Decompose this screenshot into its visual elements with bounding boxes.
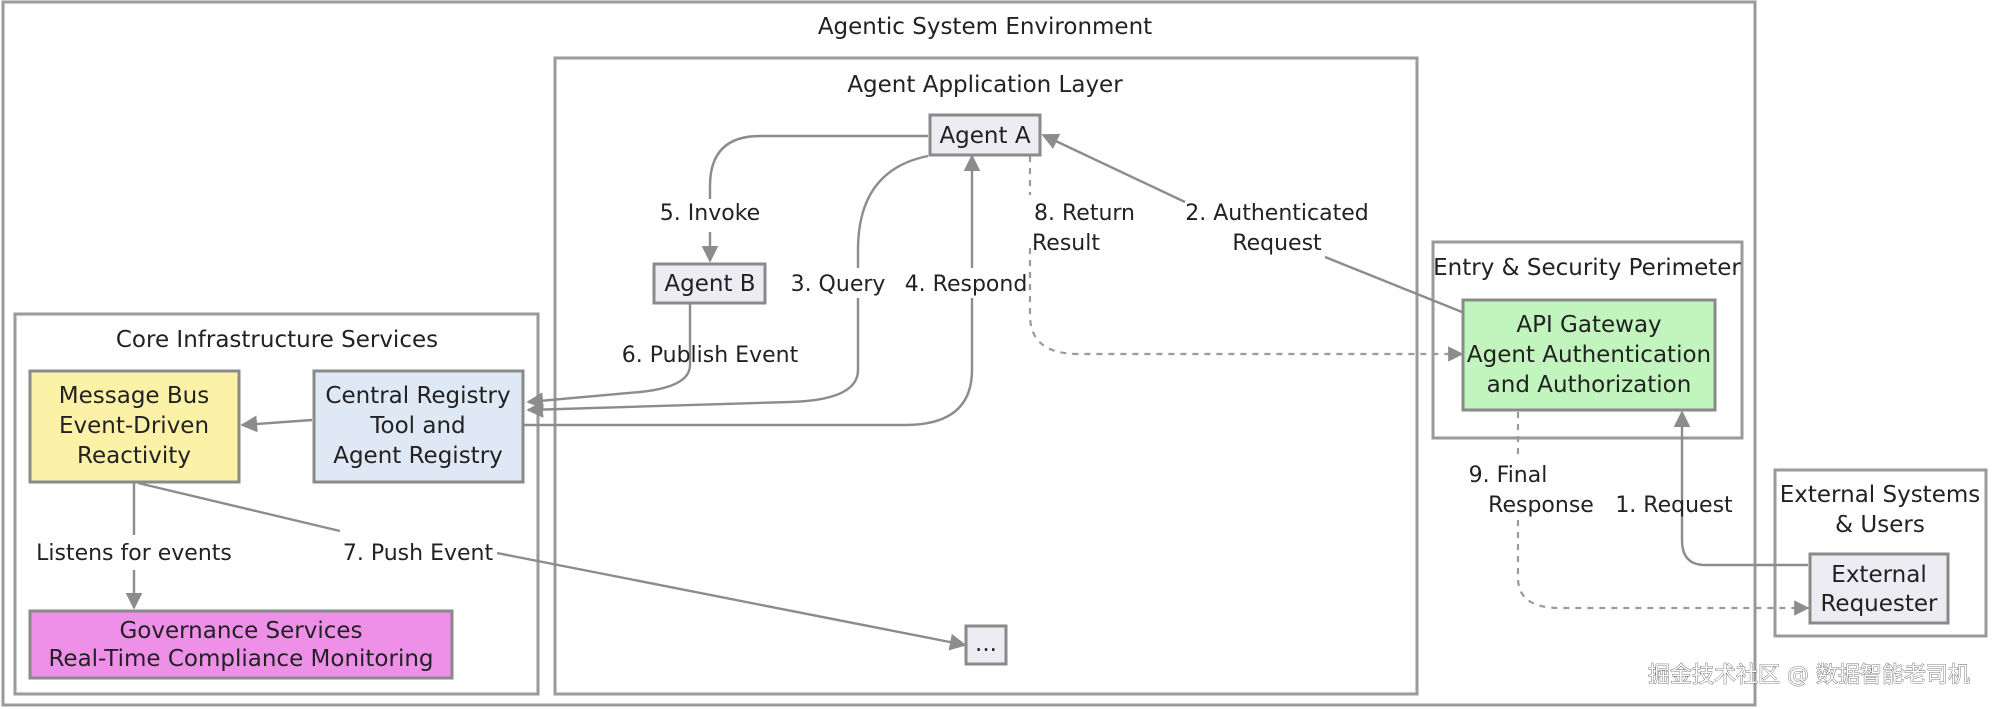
edge-request [1673,410,1808,567]
governance-node[interactable]: Governance Services Real-Time Compliance… [28,609,454,680]
label-return-result-line-2: Result [1032,231,1100,256]
edge-query [856,154,929,268]
core-infrastructure-title: Core Infrastructure Services [116,327,438,353]
ellipsis-label: ... [975,631,997,657]
edge-return-result-lower [1028,248,1464,362]
edge-invoke [708,134,928,199]
label-final-response-line-2: Response [1488,493,1594,518]
agent-a-label: Agent A [939,123,1030,149]
edge-labels: 1. Request 2. Authenticated Request 5. I… [36,201,1733,566]
central-registry-label-line-2: Tool and [369,413,465,439]
label-final-response-line-1: 9. Final [1469,463,1548,488]
application-layer-container: Agent Application Layer [553,56,1419,696]
central-registry-label-line-3: Agent Registry [333,443,503,469]
message-bus-node[interactable]: Message Bus Event-Driven Reactivity [28,369,241,484]
label-request: 1. Request [1615,493,1733,518]
external-requester-node[interactable]: External Requester [1808,552,1950,625]
external-requester-label-line-1: External [1831,562,1926,588]
entry-security-title: Entry & Security Perimeter [1433,255,1741,281]
api-gateway-label-line-2: Agent Authentication [1467,342,1711,368]
edge-authenticated-request-head [1041,133,1186,204]
ellipsis-node[interactable]: ... [964,624,1008,666]
api-gateway-label-line-1: API Gateway [1516,312,1661,338]
message-bus-label-line-2: Event-Driven [59,413,209,439]
edge-query-lower [526,298,860,418]
governance-label-line-2: Real-Time Compliance Monitoring [48,646,433,672]
application-layer-title: Agent Application Layer [847,72,1123,98]
label-authenticated-request-line-2: Request [1232,231,1322,256]
label-authenticated-request-line-1: 2. Authenticated [1185,201,1368,226]
agent-b-label: Agent B [664,271,755,297]
central-registry-label-line-1: Central Registry [325,383,510,409]
label-listens: Listens for events [36,541,232,566]
edges [125,133,1810,651]
external-systems-title-line-1: External Systems [1780,482,1981,508]
api-gateway-label-line-3: and Authorization [1487,372,1692,398]
label-publish-event: 6. Publish Event [622,343,799,368]
agent-b-node[interactable]: Agent B [652,262,767,305]
message-bus-label-line-1: Message Bus [59,383,209,409]
environment-title: Agentic System Environment [818,14,1152,40]
edge-push-event [137,481,341,533]
label-query: 3. Query [791,272,886,297]
label-return-result-line-1: 8. Return [1034,201,1135,226]
agent-a-node[interactable]: Agent A [928,113,1042,157]
external-systems-title-line-2: & Users [1835,512,1925,538]
edge-push-event-lower [496,551,967,651]
message-bus-label-line-3: Reactivity [77,443,191,469]
api-gateway-node[interactable]: API Gateway Agent Authentication and Aut… [1461,298,1717,412]
edge-authenticated-request [1324,255,1463,314]
central-registry-node[interactable]: Central Registry Tool and Agent Registry [312,369,525,484]
edge-publish-event [526,304,692,410]
edge-respond [524,298,974,427]
label-push-event: 7. Push Event [343,541,494,566]
governance-label-line-1: Governance Services [119,618,362,644]
label-respond: 4. Respond [905,272,1028,297]
watermark: 掘金技术社区 @ 数据智能老司机 [1648,663,1970,688]
label-invoke: 5. Invoke [660,201,760,226]
external-requester-label-line-2: Requester [1820,591,1938,617]
edge-registry-to-bus [240,415,313,433]
